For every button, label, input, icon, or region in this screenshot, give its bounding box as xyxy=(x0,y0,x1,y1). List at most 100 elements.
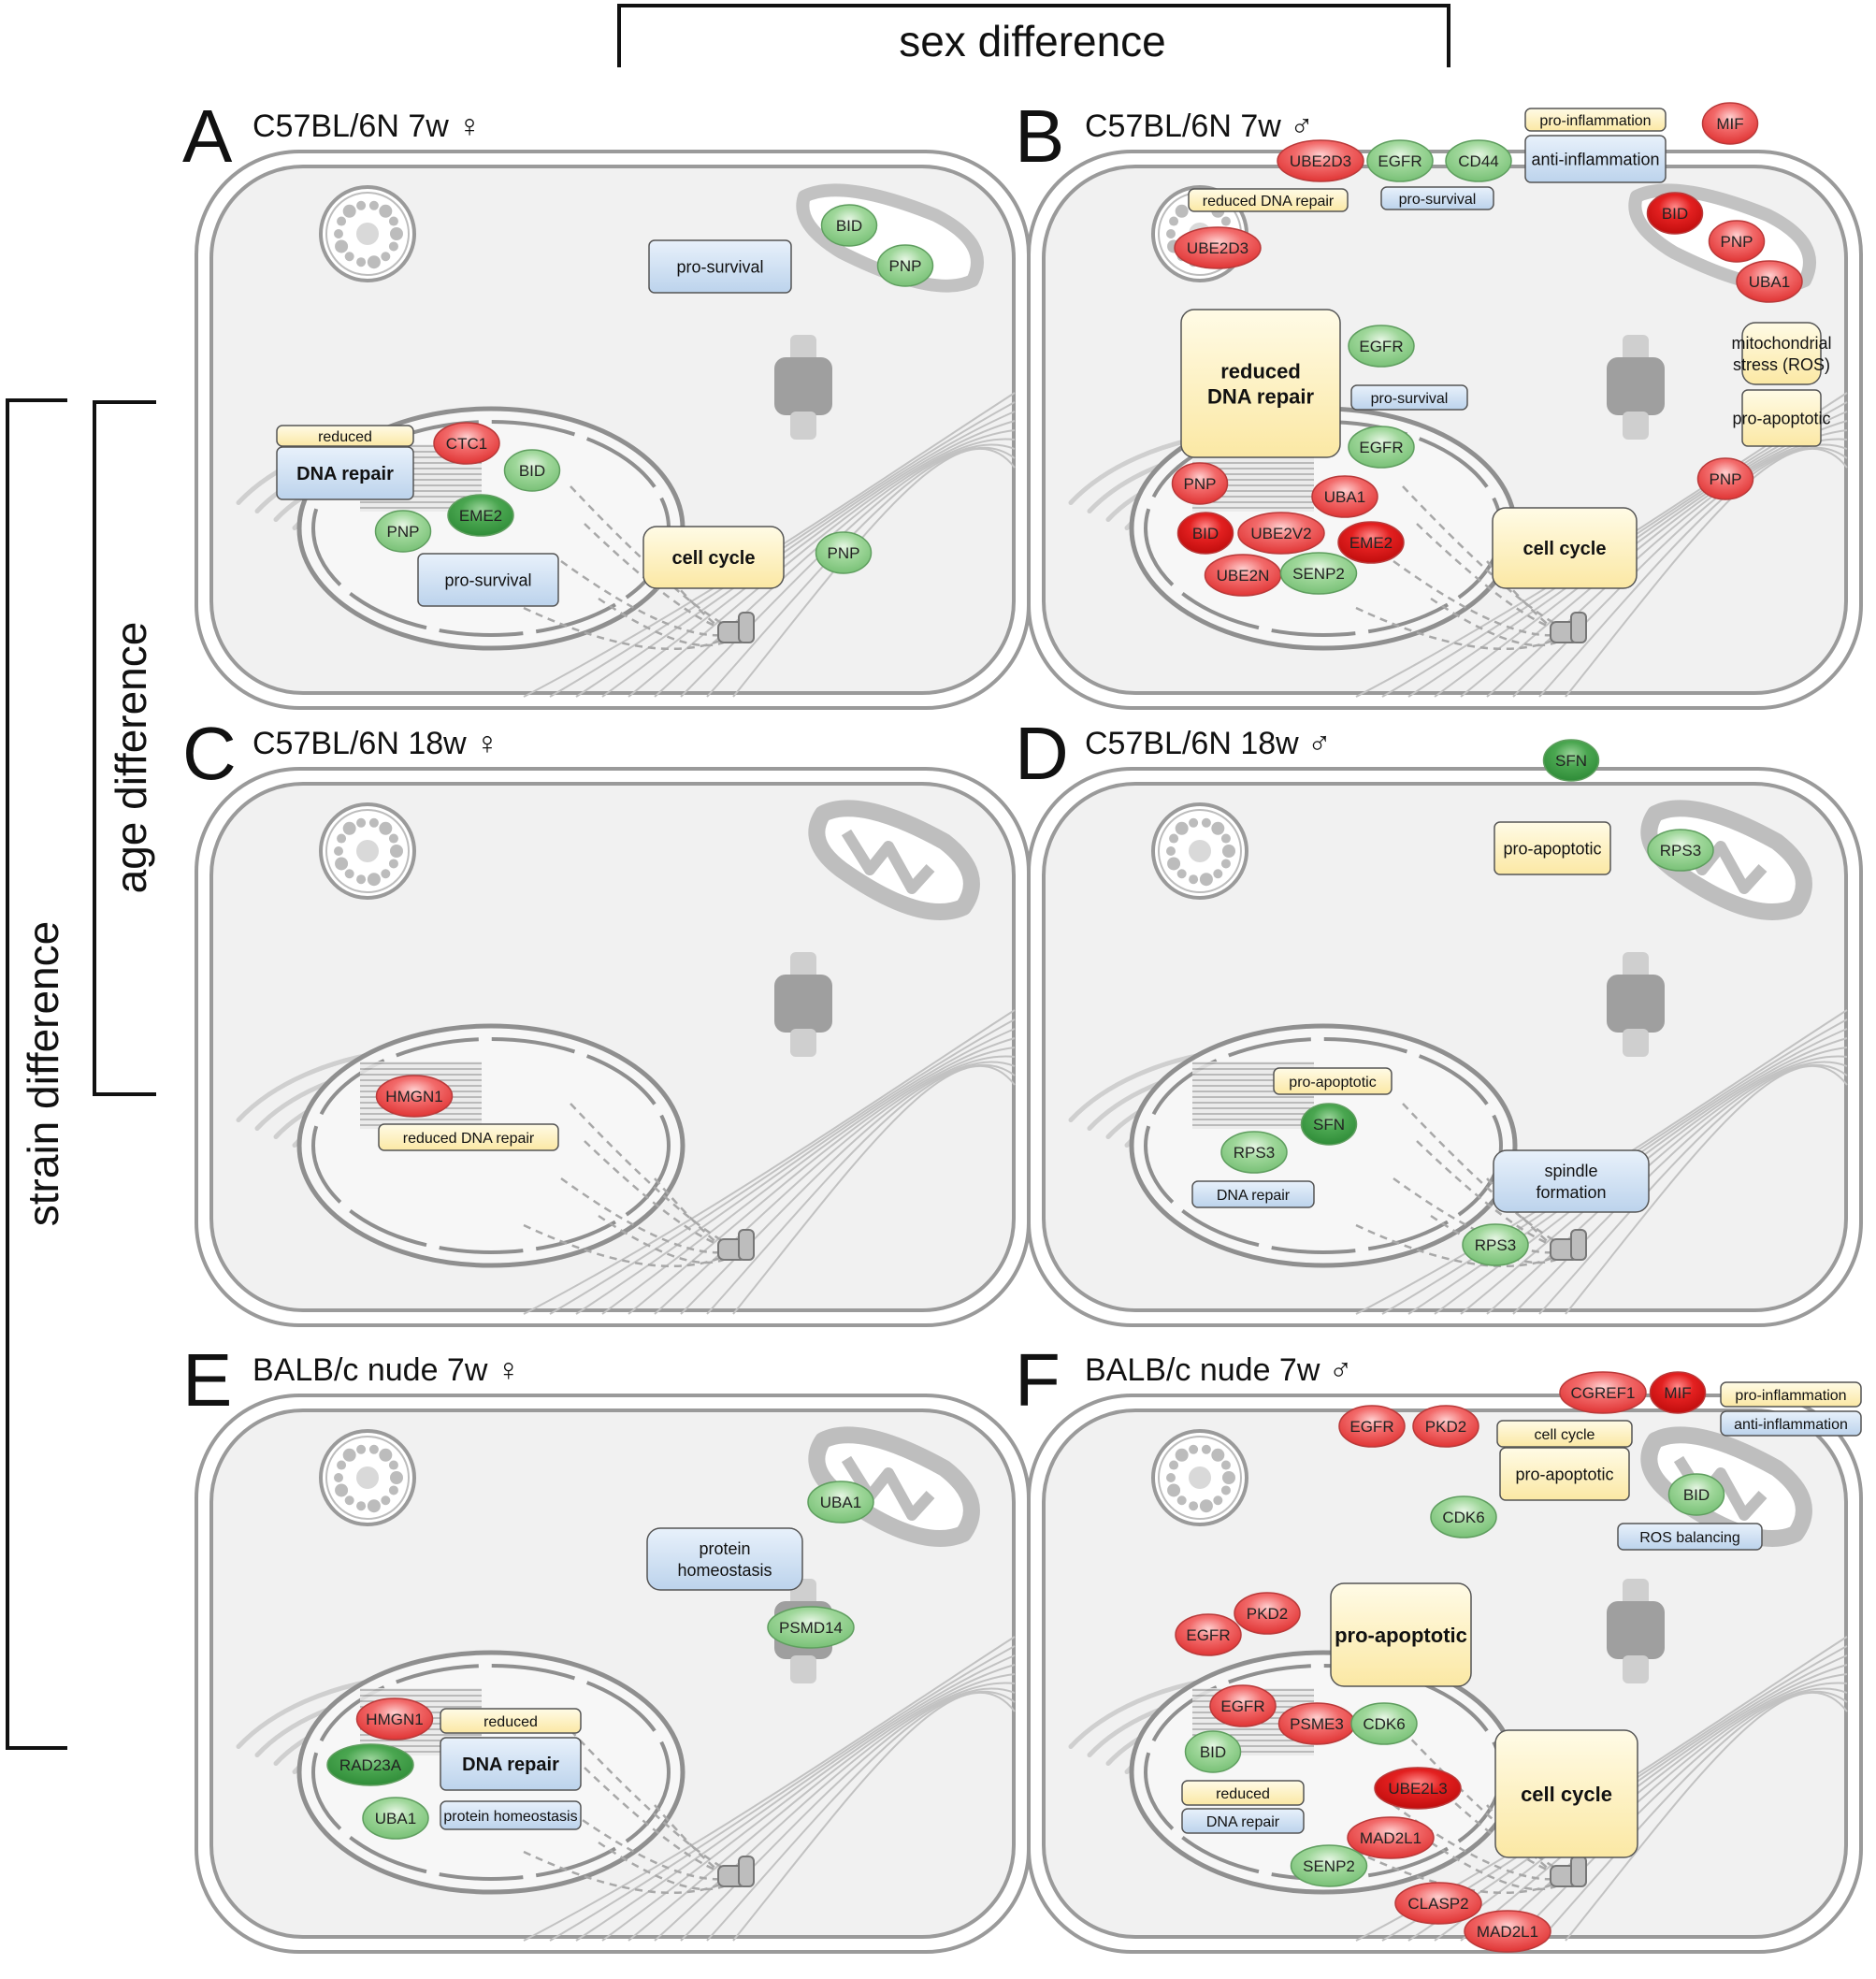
protein-node-label: BID xyxy=(1200,1743,1226,1761)
protein-node-label: BID xyxy=(519,462,545,480)
protein-node-label: MAD2L1 xyxy=(1360,1829,1421,1847)
function-box: pro-survival xyxy=(648,239,792,294)
protein-node-shape xyxy=(374,510,432,553)
cell-membrane-outer xyxy=(1027,767,1863,1327)
panel-title: C57BL/6N 18w ♀ xyxy=(253,726,499,761)
protein-node-label: HMGN1 xyxy=(366,1711,423,1728)
function-box-shape xyxy=(276,425,414,447)
protein-node-shape xyxy=(1366,139,1434,182)
protein-node: RPS3 xyxy=(1647,829,1714,872)
protein-node-label: UBE2N xyxy=(1217,567,1270,585)
protein-node: BID xyxy=(1667,1473,1725,1516)
protein-node-shape xyxy=(1394,1882,1482,1925)
protein-node-label: UBE2D3 xyxy=(1187,239,1248,257)
protein-node: PNP xyxy=(1696,457,1754,500)
function-box-shape xyxy=(642,526,785,589)
protein-node-label: EGFR xyxy=(1359,439,1403,456)
protein-node-shape xyxy=(1237,512,1325,555)
protein-node-shape xyxy=(1220,1131,1288,1174)
panel-letter: E xyxy=(182,1338,232,1422)
function-box-label: pro-survival xyxy=(1399,192,1477,208)
function-box-shape xyxy=(1188,188,1349,212)
protein-node: CTC1 xyxy=(433,422,500,465)
protein-node: SENP2 xyxy=(1279,552,1358,595)
spindle-lines xyxy=(1355,485,1573,650)
protein-node: EME2 xyxy=(1337,521,1405,564)
protein-node: MAD2L1 xyxy=(1347,1816,1435,1859)
protein-node: RAD23A xyxy=(326,1743,414,1786)
protein-node-shape xyxy=(326,1743,414,1786)
protein-node-shape xyxy=(1412,1405,1479,1448)
function-box-label: anti-inflammation xyxy=(1531,150,1659,168)
cytoskeleton-filaments xyxy=(523,1009,1016,1315)
protein-node: UBE2N xyxy=(1204,554,1282,597)
function-box-label: pro-survival xyxy=(676,257,763,276)
protein-node-label: PKD2 xyxy=(1247,1605,1288,1623)
function-box-shape xyxy=(440,1708,582,1734)
function-box: DNA repair xyxy=(1191,1180,1315,1208)
protein-node-shape xyxy=(820,204,878,247)
protein-node: PNP xyxy=(1708,220,1766,263)
protein-node: PNP xyxy=(374,510,432,553)
protein-node-shape xyxy=(433,422,500,465)
function-box-shape xyxy=(378,1123,559,1151)
function-box: pro-survival xyxy=(417,553,559,607)
protein-node-label: PKD2 xyxy=(1425,1418,1466,1436)
function-box-shape xyxy=(1720,1381,1862,1408)
vesicle-icon xyxy=(319,185,416,282)
function-box-label: reduced xyxy=(483,1714,538,1730)
protein-node-shape xyxy=(1667,1473,1725,1516)
protein-node-label: PSME3 xyxy=(1290,1715,1344,1733)
function-box: pro-apoptotic xyxy=(1499,1447,1630,1501)
protein-node-shape xyxy=(1175,1613,1242,1656)
function-box-label: pro-survival xyxy=(1371,391,1449,407)
protein-node-shape xyxy=(355,1697,434,1741)
protein-node: PNP xyxy=(815,531,873,574)
function-box-label: DNA repair xyxy=(462,1755,559,1775)
function-box-shape xyxy=(1350,384,1468,411)
protein-node-label: SENP2 xyxy=(1292,565,1345,583)
function-box-shape xyxy=(1741,322,1822,385)
function-box-shape xyxy=(1492,507,1638,589)
protein-node-label: BID xyxy=(836,217,862,235)
protein-node: CLASP2 xyxy=(1394,1882,1482,1925)
panel-letter: B xyxy=(1015,94,1064,178)
function-box-shape xyxy=(1499,1447,1630,1501)
protein-node-label: BID xyxy=(1683,1486,1710,1504)
protein-node-label: PNP xyxy=(387,523,420,541)
protein-node-shape xyxy=(1184,1730,1242,1773)
protein-node-label: PNP xyxy=(1184,475,1217,493)
function-box-shape xyxy=(440,1800,582,1830)
cell xyxy=(1027,767,1863,1327)
function-box-shape xyxy=(1273,1067,1393,1095)
function-box-label: protein homeostasis xyxy=(443,1809,577,1825)
function-box-shape xyxy=(1191,1180,1315,1208)
protein-node: PNP xyxy=(876,244,934,287)
function-box-label: cell cycle xyxy=(1535,1427,1595,1443)
protein-node: CD44 xyxy=(1445,139,1512,182)
protein-node-label: UBA1 xyxy=(1749,273,1790,291)
protein-node-shape xyxy=(815,531,873,574)
panel-letter: C xyxy=(182,712,237,795)
protein-node-label: RPS3 xyxy=(1660,842,1701,859)
golgi-icon xyxy=(1607,952,1665,1057)
protein-node: UBA1 xyxy=(807,1481,874,1524)
centriole-icon xyxy=(717,612,755,643)
function-box: cell cycle xyxy=(1492,507,1638,589)
function-box-shape xyxy=(276,446,414,500)
protein-node-shape xyxy=(1337,521,1405,564)
function-box: cell cycle xyxy=(1494,1729,1638,1858)
protein-node-label: EME2 xyxy=(1349,534,1393,552)
function-box-shape xyxy=(1524,108,1667,132)
function-box-shape xyxy=(1617,1523,1763,1551)
function-box: pro-apoptotic xyxy=(1494,821,1611,875)
protein-node-label: PNP xyxy=(828,544,860,562)
protein-node: EME2 xyxy=(447,494,514,537)
